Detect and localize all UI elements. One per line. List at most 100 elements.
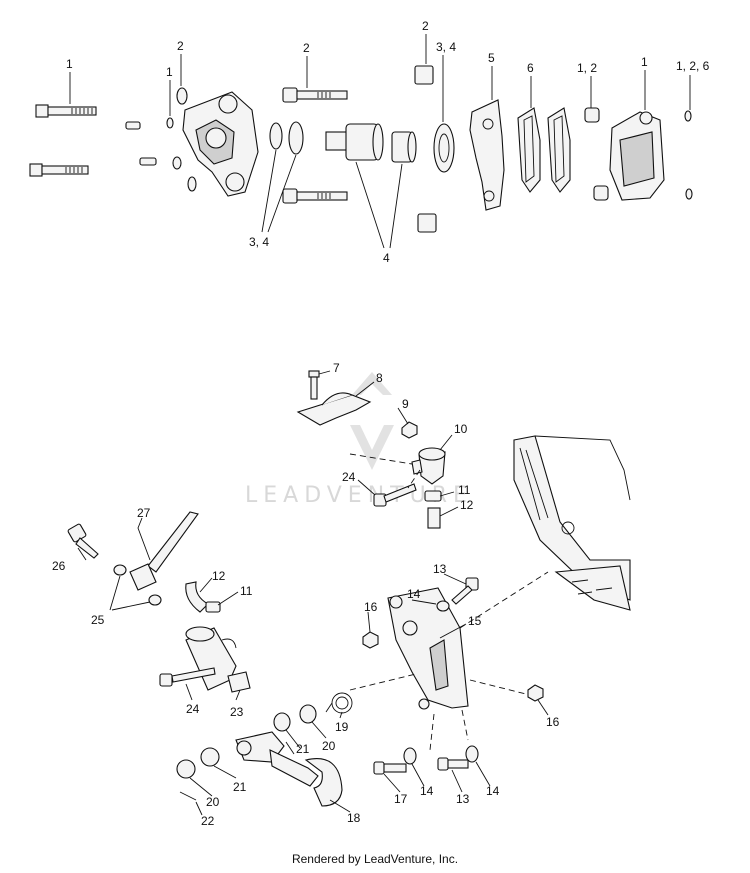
bolt-24-lower [159,667,216,687]
callout-9: 9 [402,397,409,411]
callout-20b: 20 [206,795,220,809]
bolt-13-upper [451,577,479,605]
callout-27: 27 [137,506,151,520]
callout-25: 25 [91,613,105,627]
callout-21a: 21 [296,742,310,756]
callout-labels: 1 2 1 2 2 3, 4 5 6 1, 2 1 1, 2, 6 3, 4 4… [52,19,710,828]
bolt-26 [67,523,99,559]
callout-1-2-6: 1, 2, 6 [676,59,710,73]
washer-14-left [403,747,417,765]
tiny-ring-upper [684,110,692,122]
footer-credit: Rendered by LeadVenture, Inc. [291,852,459,866]
callout-4: 4 [383,251,390,265]
callout-21b: 21 [233,780,247,794]
piston-seal-a [269,122,283,150]
seal-ring-2 [176,87,188,105]
callout-11a: 11 [458,483,471,497]
caliper-housing [182,91,259,197]
washer-21-lower [200,747,220,767]
caliper-outer-body [609,111,665,201]
pedal-arm-18 [235,731,343,807]
callout-1b: 1 [166,65,173,79]
callout-24a: 24 [342,470,356,484]
brake-pad-outer [547,107,571,193]
piston-cup [391,131,417,163]
piston-large [325,123,384,161]
nut-9 [401,421,418,439]
bushing-lower [417,213,437,233]
callout-11b: 11 [240,584,253,598]
callout-23: 23 [230,705,244,719]
washer-20 [299,704,317,724]
nut-16-left [362,631,379,649]
callout-22: 22 [201,814,215,828]
callout-3-4b: 3, 4 [249,235,269,249]
washer-25b [148,594,162,606]
callout-12a: 12 [460,498,474,512]
callout-10: 10 [454,422,468,436]
brake-line-27 [129,511,199,591]
clamp-11-left [205,601,221,613]
callout-14b: 14 [420,784,434,798]
callout-2b: 2 [303,41,310,55]
callout-2c: 2 [422,19,429,33]
callout-8: 8 [376,371,383,385]
bolt-17 [373,761,407,775]
screw-7 [308,370,320,400]
brake-pad-inner [517,107,541,193]
bushing-upper [414,65,434,85]
bolt-lower-left [29,163,89,177]
callout-17: 17 [394,792,408,806]
leadventure-watermark: LEADVENTURE [245,372,467,508]
small-oring-3 [172,156,182,170]
callout-19: 19 [335,720,349,734]
pedal-assembly [67,370,631,816]
pad-pin-lower [593,185,609,201]
callout-5: 5 [488,51,495,65]
guide-pin-lower [282,188,348,204]
callout-7: 7 [333,361,340,375]
callout-16a: 16 [364,600,378,614]
callout-1: 1 [66,57,73,71]
washer-14-upper [436,600,450,612]
small-oring-4 [187,176,197,192]
callout-12b: 12 [212,569,226,583]
cotter-pin-22 [179,791,197,801]
callout-16b: 16 [546,715,560,729]
piston-seal-b [288,121,304,155]
bolt-24-upper [373,483,417,507]
nut-16-right [527,684,544,702]
large-seal [433,123,455,173]
bleed-screw-lower [139,157,157,166]
callout-13b: 13 [456,792,470,806]
bleed-screw-upper [125,121,141,130]
callout-1-2: 1, 2 [577,61,597,75]
callout-26: 26 [52,559,66,573]
washer-20-lower [176,759,196,779]
hose-12 [427,507,441,529]
vehicle-frame [513,435,631,611]
caliper-assembly [29,34,693,249]
callout-18: 18 [347,811,361,825]
callout-20a: 20 [322,739,336,753]
bolt-13-lower [437,757,469,771]
guide-pin-upper [282,87,348,103]
caliper-bracket [469,99,505,211]
washer-25a [113,564,127,576]
callout-13a: 13 [433,562,447,576]
pad-pin-upper [584,107,600,123]
pedal-bracket-15 [387,587,469,710]
hose-clamp-11 [424,490,442,502]
callout-24b: 24 [186,702,200,716]
master-cylinder-23 [185,626,251,693]
callout-6: 6 [527,61,534,75]
return-spring-19 [325,692,353,714]
bolt-upper-left [35,104,97,118]
tiny-ring-lower [685,188,693,200]
callout-14a: 14 [407,587,421,601]
callout-14c: 14 [486,784,500,798]
small-oring-1 [166,117,174,129]
washer-14-right [465,745,479,763]
callout-1c: 1 [641,55,648,69]
